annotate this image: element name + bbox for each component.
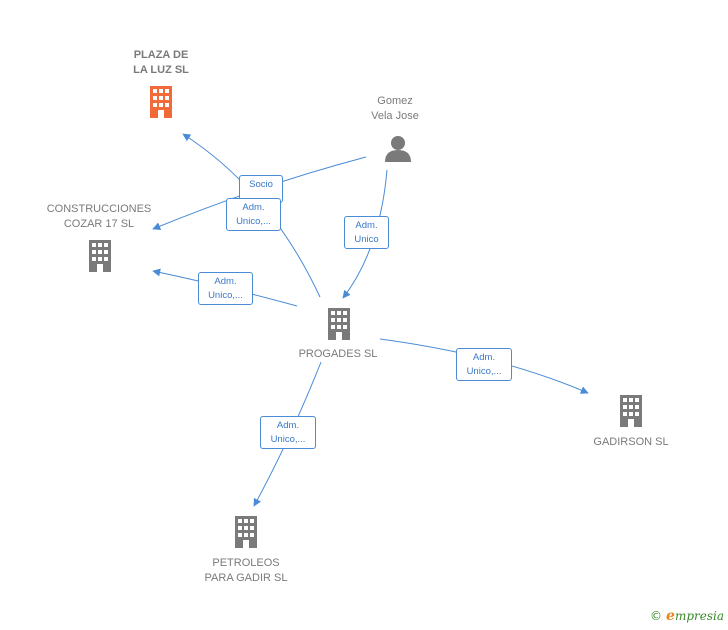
node-label-progades[interactable]: PROGADES SL	[298, 348, 378, 360]
building-icon	[620, 395, 642, 427]
node-label-plaza[interactable]: PLAZA DE LA LUZ SL	[133, 49, 189, 76]
building-icon	[235, 516, 257, 548]
node-label-gomez[interactable]: Gomez Vela Jose	[371, 95, 419, 122]
building-icon	[328, 308, 350, 340]
edge-label-adm-unico[interactable]: Adm. Unico,...	[198, 272, 253, 305]
building-icon	[89, 240, 111, 272]
edge-label-adm-unico[interactable]: Adm. Unico,...	[456, 348, 512, 381]
edge-label-adm-unico[interactable]: Adm. Unico,...	[226, 198, 281, 231]
node-label-gadirson[interactable]: GADIRSON SL	[593, 436, 669, 448]
edge-label-adm-unico[interactable]: Adm. Unico,...	[260, 416, 316, 449]
node-label-construcciones[interactable]: CONSTRUCCIONES COZAR 17 SL	[46, 203, 152, 230]
edge-label-adm-unico[interactable]: Adm. Unico	[344, 216, 389, 249]
building-icon	[150, 86, 172, 118]
brand-logo: ©empresia	[650, 608, 724, 624]
person-icon	[385, 136, 411, 162]
node-label-petroleos[interactable]: PETROLEOS PARA GADIR SL	[204, 557, 288, 584]
copyright-icon: ©	[650, 609, 663, 623]
